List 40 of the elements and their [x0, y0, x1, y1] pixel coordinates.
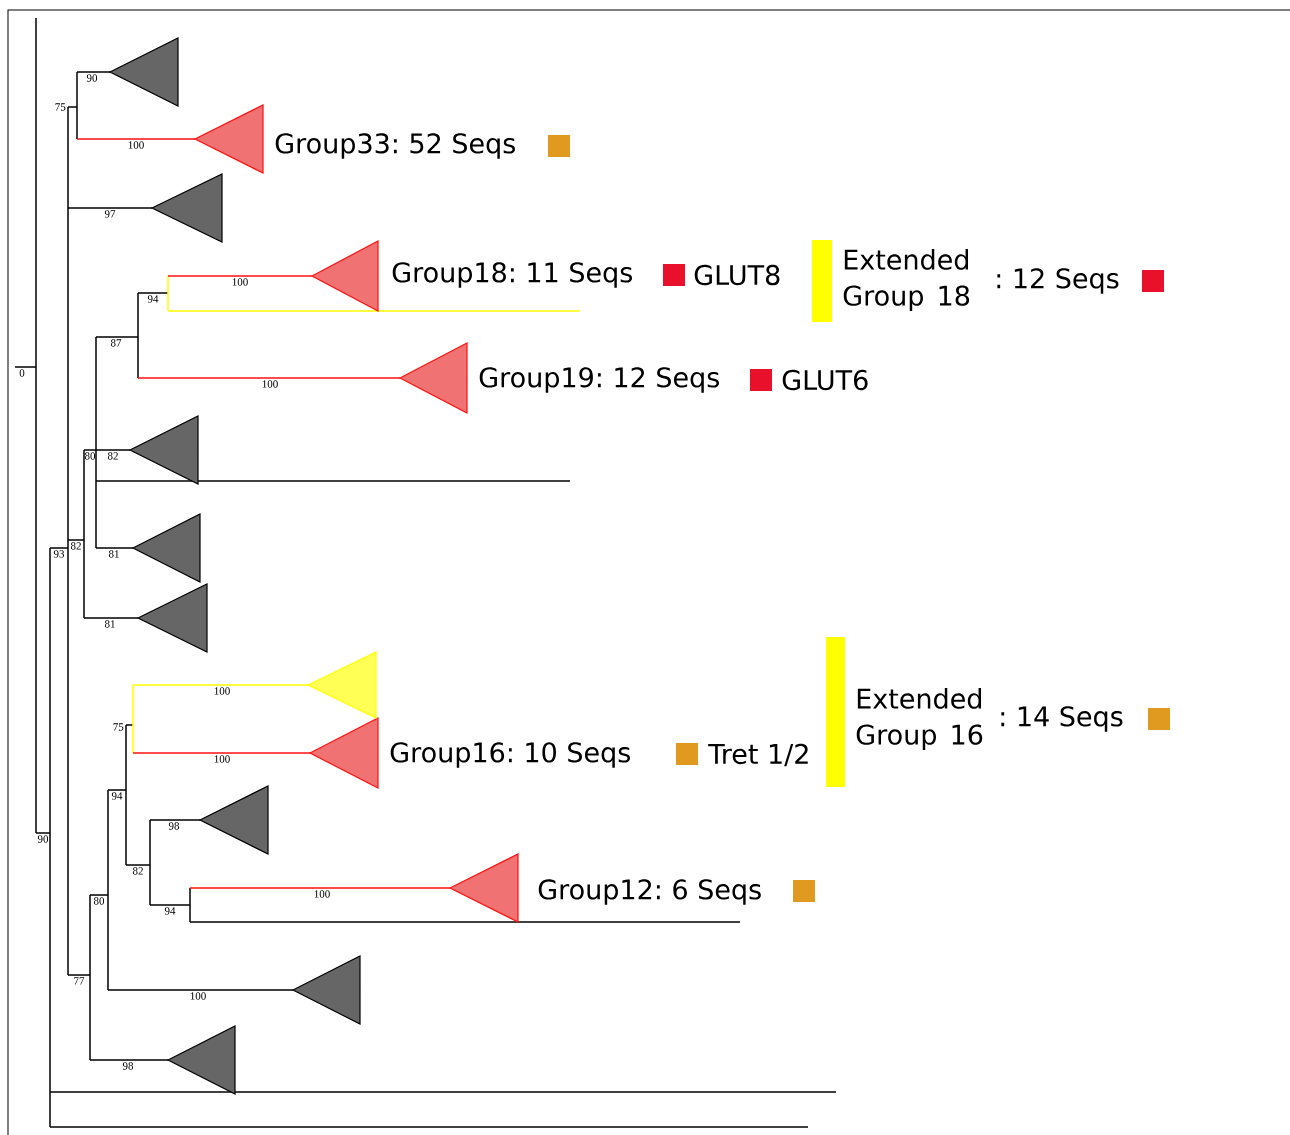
bootstrap-value: 87	[110, 339, 122, 347]
bootstrap-value: 94	[147, 295, 159, 303]
bootstrap-value: 90	[37, 835, 49, 843]
group-label: Group18: 11 Seqs	[392, 262, 632, 288]
group-label: : 12 Seqs	[997, 268, 1119, 294]
group-label: Tret 1/2	[708, 743, 808, 767]
group-label: Group19: 12 Seqs	[479, 367, 719, 393]
bootstrap-value: 98	[122, 1062, 134, 1070]
bootstrap-value: 77	[74, 977, 85, 985]
bootstrap-value: 94	[111, 792, 123, 800]
group-label: GLUT8	[694, 264, 780, 286]
bootstrap-value: 98	[168, 822, 180, 830]
bootstrap-value: 81	[104, 620, 115, 628]
bootstrap-value: 100	[214, 755, 230, 763]
bootstrap-value: 75	[113, 723, 124, 731]
bootstrap-value: 81	[108, 550, 119, 558]
bootstrap-value: 93	[53, 550, 65, 558]
bootstrap-value: 100	[232, 278, 248, 286]
group-label: : 14 Seqs	[1001, 706, 1123, 732]
group-label: Group12: 6 Seqs	[538, 879, 761, 905]
group-label: Extended Group 18	[843, 248, 970, 312]
group-label: Group16: 10 Seqs	[390, 742, 630, 768]
group-label: Group33: 52 Seqs	[275, 133, 515, 159]
bootstrap-value: 82	[107, 452, 118, 460]
bootstrap-value: 100	[128, 141, 144, 149]
bootstrap-value: 80	[84, 452, 96, 460]
group-label: GLUT6	[782, 369, 868, 391]
bootstrap-value: 90	[86, 74, 98, 82]
bootstrap-value: 100	[314, 890, 330, 898]
bootstrap-value: 100	[190, 992, 206, 1000]
bootstrap-value: 94	[164, 907, 176, 915]
bootstrap-value: 82	[132, 867, 143, 875]
bootstrap-value: 82	[70, 542, 81, 550]
bootstrap-value: 0	[19, 369, 25, 377]
bootstrap-value: 80	[93, 897, 105, 905]
bootstrap-value: 97	[104, 210, 116, 218]
bootstrap-value: 100	[214, 687, 230, 695]
group-label: Extended Group 16	[856, 687, 983, 751]
bootstrap-value: 75	[55, 103, 66, 111]
bootstrap-value: 100	[262, 380, 278, 388]
